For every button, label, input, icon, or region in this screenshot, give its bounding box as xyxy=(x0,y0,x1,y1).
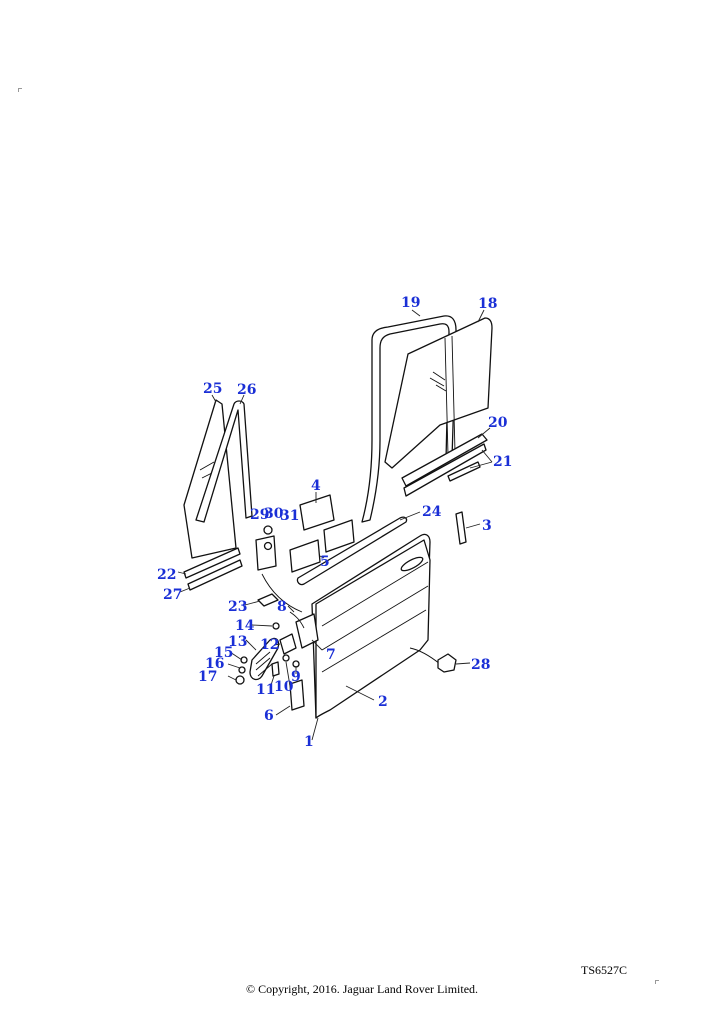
glass-reflection xyxy=(429,371,447,392)
callout-9: 9 xyxy=(291,669,301,685)
door-handle-recess xyxy=(400,556,424,572)
callout-7: 7 xyxy=(326,647,336,663)
callout-6: 6 xyxy=(264,708,274,724)
check-strap-28 xyxy=(437,653,457,673)
callout-1: 1 xyxy=(304,734,314,750)
leader-lines xyxy=(177,309,493,741)
callout-4: 4 xyxy=(311,478,321,494)
callout-10: 10 xyxy=(274,679,294,695)
callout-25: 25 xyxy=(203,381,222,397)
glass-runner-line xyxy=(444,335,456,456)
striker-washer-10 xyxy=(282,654,290,662)
trim-strip-3 xyxy=(455,511,467,545)
callout-26: 26 xyxy=(237,382,256,398)
quarter-waist-seal-22 xyxy=(183,547,241,579)
handle-plate-hatch xyxy=(255,651,273,677)
copyright-notice: © Copyright, 2016. Jaguar Land Rover Lim… xyxy=(245,982,479,996)
glass-channel-19 xyxy=(361,315,457,523)
callout-8: 8 xyxy=(277,599,287,615)
hinge-washer-31 xyxy=(263,541,273,551)
callout-24: 24 xyxy=(422,504,442,520)
callout-12: 12 xyxy=(260,637,279,653)
callout-22: 22 xyxy=(157,567,176,583)
callout-14: 14 xyxy=(235,618,255,634)
callout-21: 21 xyxy=(493,454,512,470)
callout-11: 11 xyxy=(256,682,275,698)
corner-mark-bottom xyxy=(655,980,659,984)
callout-18: 18 xyxy=(478,296,497,312)
nut-17 xyxy=(235,675,245,685)
quarter-channel-26 xyxy=(195,400,253,523)
door-glass-18 xyxy=(384,317,493,469)
callout-27: 27 xyxy=(163,587,182,603)
screw-14 xyxy=(272,622,280,630)
latch-pin-11 xyxy=(271,661,280,677)
callout-15: 15 xyxy=(214,645,233,661)
waist-finisher-24 xyxy=(296,516,408,586)
callout-3: 3 xyxy=(482,518,492,534)
lock-mechanism-7 xyxy=(295,613,319,649)
pull-rod-8 xyxy=(289,611,305,629)
waist-seal-21 xyxy=(403,443,487,497)
diagram-reference-code: TS6527C xyxy=(580,963,627,977)
callout-28: 28 xyxy=(471,657,490,673)
waist-finisher-small-21 xyxy=(447,461,481,482)
callout-23: 23 xyxy=(228,599,247,615)
callout-labels: 1 2 3 4 5 6 7 8 9 10 11 12 13 14 15 16 1… xyxy=(157,295,512,750)
callout-5: 5 xyxy=(320,554,330,570)
callout-17: 17 xyxy=(198,669,217,685)
bump-stop-23 xyxy=(257,593,279,607)
check-strap-curve xyxy=(261,573,303,613)
door-skin-2 xyxy=(315,539,431,719)
hinge-bolt-30 xyxy=(263,525,273,535)
corner-mark-top xyxy=(18,88,22,92)
callout-2: 2 xyxy=(378,694,388,710)
callout-31: 31 xyxy=(280,508,299,524)
door-skin-contour xyxy=(321,561,429,673)
hinge-29 xyxy=(255,535,277,571)
label-sheet-4 xyxy=(299,494,335,531)
callout-20: 20 xyxy=(488,415,508,431)
label-5a xyxy=(289,539,321,573)
label-6 xyxy=(289,679,305,711)
washer-16 xyxy=(238,666,246,674)
callout-16: 16 xyxy=(205,656,224,672)
callout-13: 13 xyxy=(228,634,247,650)
washer-15 xyxy=(240,656,248,664)
striker-12 xyxy=(279,633,297,655)
label-5b xyxy=(323,519,355,553)
callout-19: 19 xyxy=(401,295,420,311)
callout-30: 30 xyxy=(264,506,284,522)
waist-seal-20 xyxy=(401,433,488,487)
callout-29: 29 xyxy=(250,507,269,523)
